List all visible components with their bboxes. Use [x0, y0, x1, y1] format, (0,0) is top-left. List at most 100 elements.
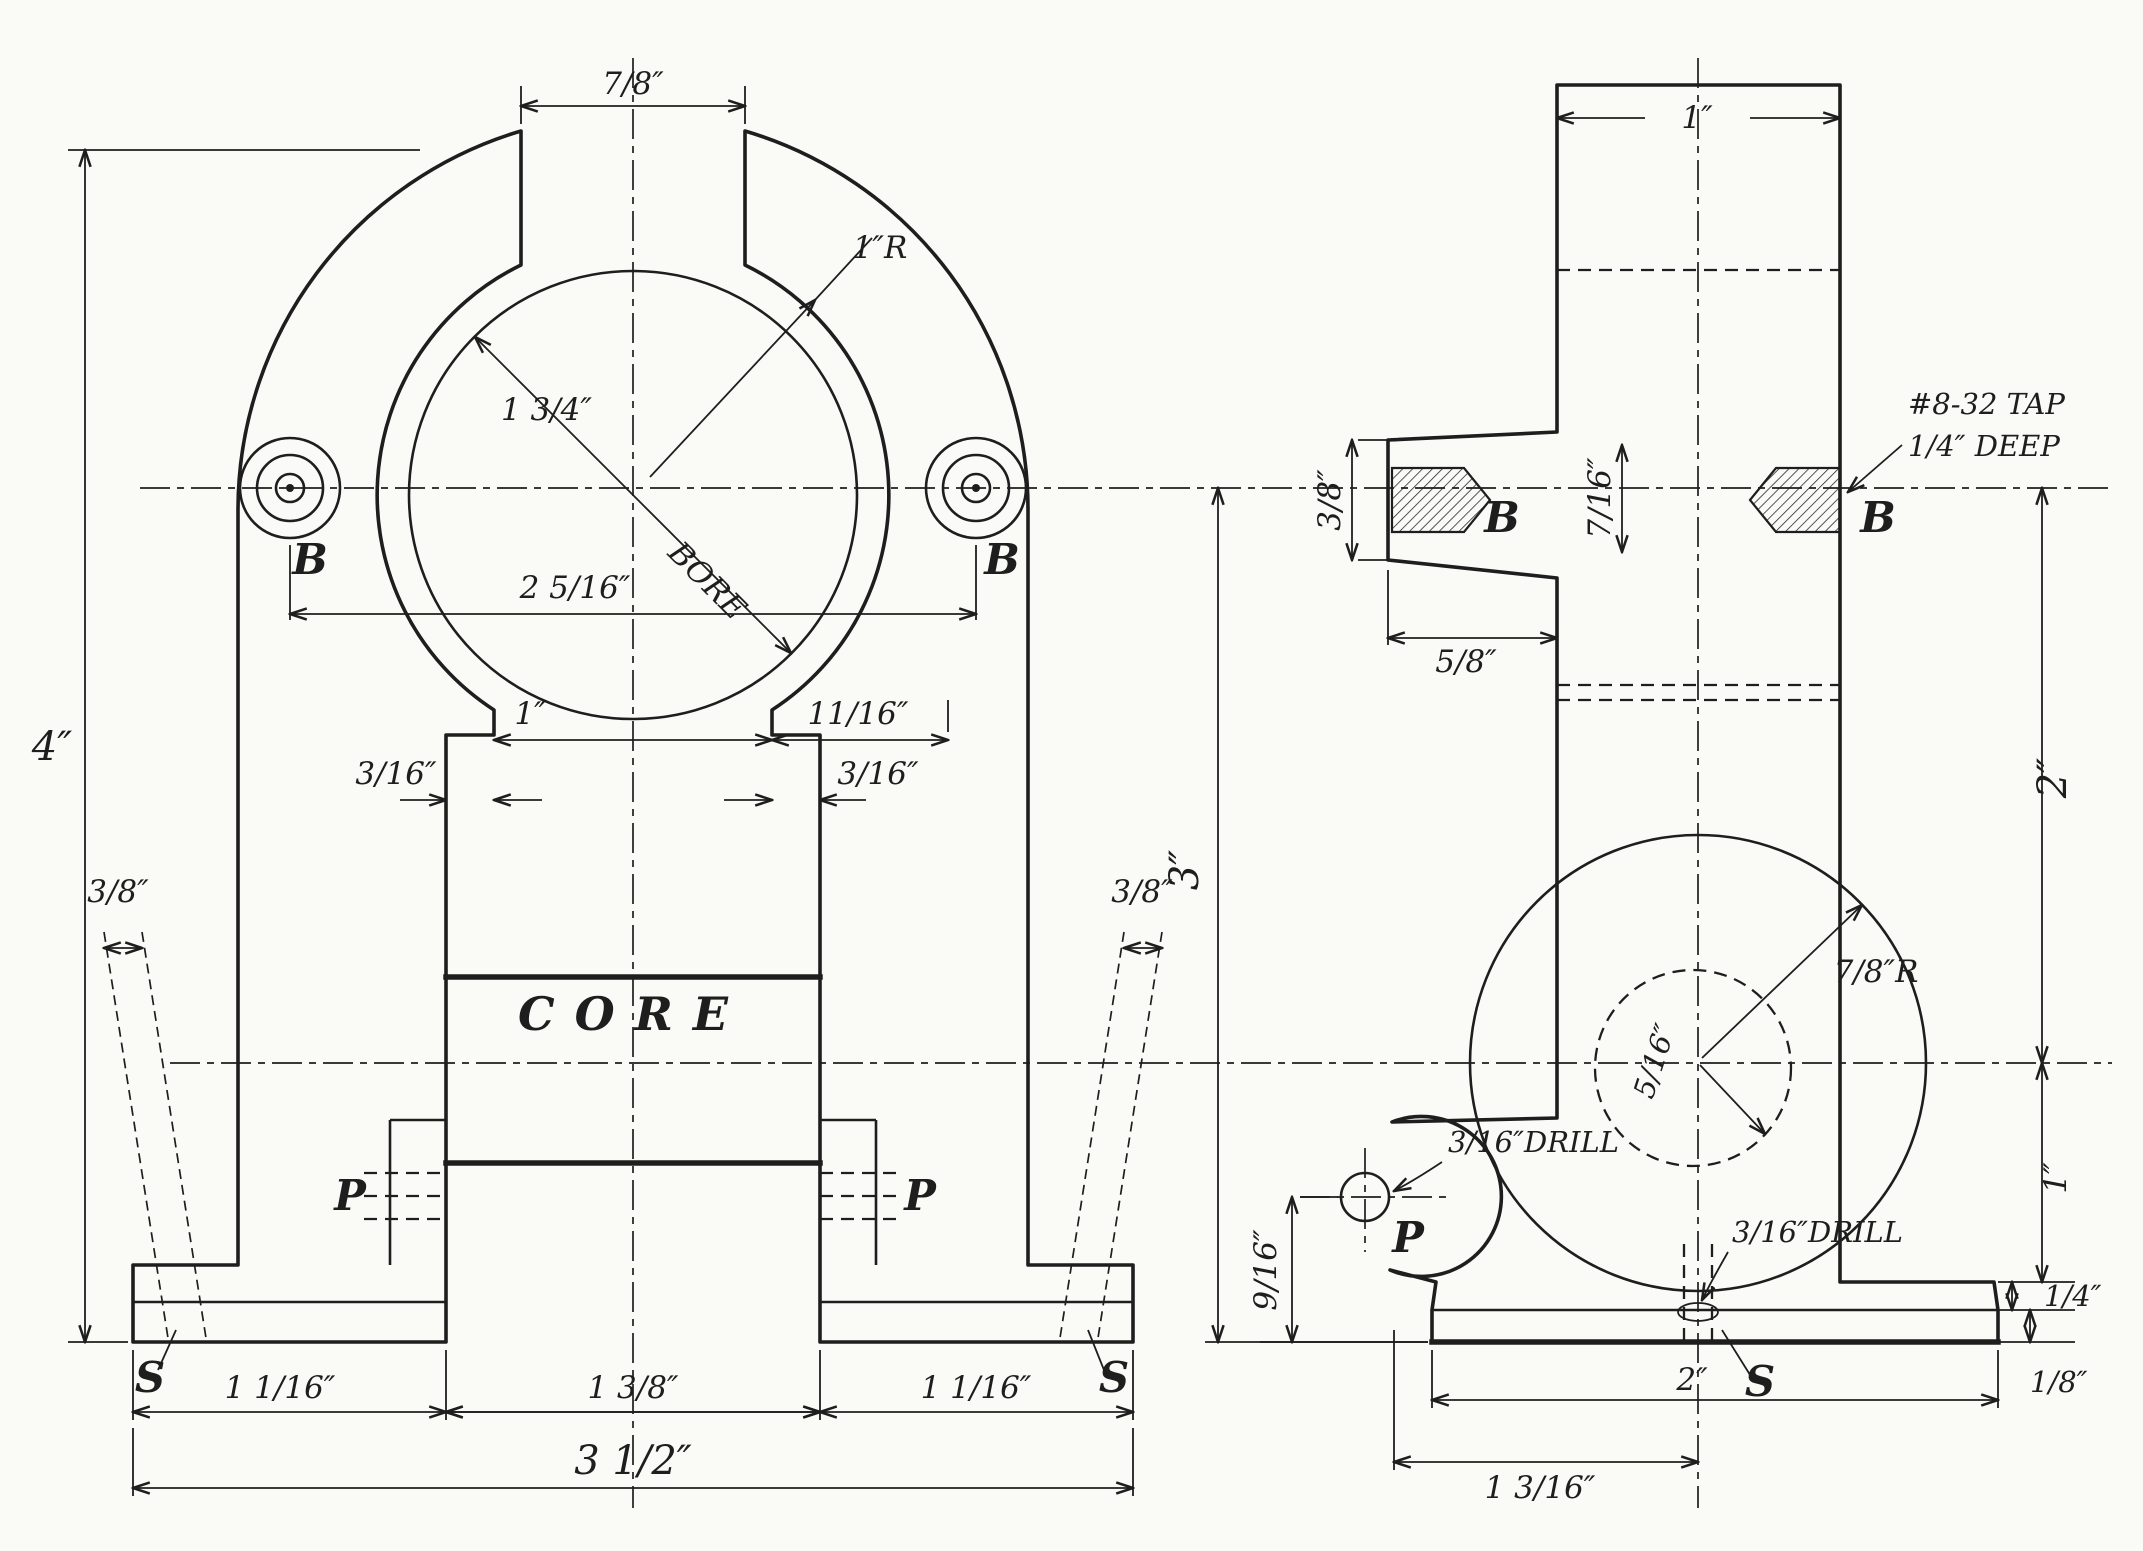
boss-left-center [286, 484, 294, 492]
pad-right [820, 1118, 902, 1265]
dim-base-thickness-text: 1/8″ [2030, 1365, 2088, 1399]
side-view: 1″ #8-32 TAP 1/4″ DEEP 3/8″ 7/16″ B B 5/… [1162, 58, 2102, 1508]
dim-boss-span: 2 5/16″ [290, 545, 976, 620]
label-boss-right: B [983, 535, 1020, 584]
dim-pad-offset-text: 1 3/16″ [1485, 1470, 1596, 1506]
dim-inner-radius: 1″R [649, 230, 908, 478]
boss-right-mid-ring [941, 453, 1011, 523]
leader [157, 1329, 177, 1371]
dim-notch-left: 3/16″ [355, 756, 542, 800]
core-block [443, 974, 823, 1166]
boss-right-center [972, 484, 980, 492]
extension-lines [1358, 439, 1388, 561]
dim-base-width-text: 2″ [1675, 1362, 1708, 1398]
extension-lines [68, 149, 420, 1343]
leader [1848, 444, 1903, 492]
dim-gap-width-text: 7/8″ [602, 66, 664, 102]
pad-left-edges [388, 1118, 446, 1265]
dim-right-stack: 2″ 1″ 1/4″ 1/8″ [1998, 488, 2102, 1399]
dim-pad-height: 9/16″ [1248, 1197, 1428, 1342]
dim-column-width-text: 1″ [1681, 100, 1713, 136]
label-slope-left: S [135, 1353, 165, 1402]
dim-boss-span-text: 2 5/16″ [519, 570, 631, 606]
dim-inner-radius-text: 1″R [853, 230, 908, 266]
dim-gap-width: 7/8″ [521, 66, 745, 124]
dim-foot-lip-right-text: 3/8″ [1111, 874, 1173, 910]
note-drill-pad: 3/16″DRILL [1394, 1125, 1619, 1191]
boss-right [924, 436, 1028, 540]
pad-left-hidden-hole [364, 1171, 446, 1221]
dim-lower-height-text: 1″ [2038, 1162, 2074, 1194]
pad-right-edges [820, 1118, 878, 1265]
note-tap-size-text: #8-32 TAP [1908, 387, 2065, 421]
dim-feet-gap-text: 1 3/8″ [587, 1370, 678, 1406]
dim-notch-right: 3/16″ [724, 756, 919, 800]
label-pad-right: P [903, 1171, 937, 1220]
hidden-lines-mid [1557, 683, 1840, 702]
pad-left [364, 1118, 446, 1265]
label-boss-left: B [291, 535, 328, 584]
dim-notch-right-text: 3/16″ [837, 756, 919, 792]
boss-left [238, 436, 342, 540]
boss-right-hole [960, 472, 992, 504]
label-boss-left-side: B [1483, 493, 1520, 542]
dim-overall-height-text: 4″ [31, 724, 72, 770]
dim-bore-text: 1 3/4″ [501, 392, 592, 428]
dim-column-height-text: 3″ [1162, 850, 1208, 890]
dim-pole-gap-text: 1″ [514, 696, 546, 732]
front-outline-left-half [131, 129, 523, 1344]
dim-flange-step-text: 1/4″ [2044, 1279, 2102, 1313]
radius-arrow [649, 300, 815, 478]
pad-drill-hole [1339, 1171, 1391, 1223]
note-drill-base-text: 3/16″DRILL [1732, 1215, 1903, 1249]
radius-arrow [1699, 1064, 1765, 1134]
bore-circle [407, 269, 859, 721]
dim-boss-thickness: 3/8″ [1312, 440, 1388, 560]
slope-lines-left-foot [103, 931, 207, 1339]
leader [1087, 1329, 1105, 1371]
label-slope-right: S [1099, 1353, 1129, 1402]
dim-core-boss-radius: 7/8″R [1701, 905, 1918, 1059]
core-boss-circle [1468, 833, 1928, 1293]
dim-boss-length: 5/8″ [1388, 570, 1557, 680]
boss-left-hole [274, 472, 306, 504]
tap-hole-left [1390, 466, 1492, 534]
dim-hub-radius: 5/16″ [1627, 1019, 1765, 1134]
dim-base-width: 2″ S [1432, 1329, 1998, 1408]
note-drill-base: 3/16″DRILL [1702, 1215, 1903, 1300]
dim-overall-width-text: 3 1/2″ [574, 1438, 692, 1484]
label-slope-right-group: S [1087, 1329, 1129, 1402]
boss-right-outer-ring [924, 436, 1028, 540]
note-drill-pad-text: 3/16″DRILL [1448, 1125, 1619, 1159]
dim-hub-radius-text: 5/16″ [1627, 1019, 1683, 1102]
boss-left-mid-ring [255, 453, 325, 523]
label-slope-side: S [1745, 1357, 1775, 1406]
note-tap: #8-32 TAP 1/4″ DEEP [1848, 387, 2065, 492]
bore-callout-line [475, 337, 791, 653]
front-outline-right-half [743, 129, 1135, 1344]
dim-overall-height: 4″ [31, 150, 420, 1342]
pad-right-hidden-hole [820, 1171, 902, 1221]
hub-dashed-circle [1593, 968, 1793, 1168]
leader [1394, 1161, 1443, 1191]
dim-column-width: 1″ [1557, 100, 1840, 136]
dim-pole-gap: 1″ [494, 696, 772, 740]
tap-hole-right [1748, 466, 1842, 534]
label-slope-left-group: S [135, 1329, 177, 1402]
slope-leader [1721, 1329, 1753, 1379]
dim-boss-length-text: 5/8″ [1435, 644, 1497, 680]
label-boss-right-side: B [1859, 493, 1896, 542]
leader [1702, 1251, 1729, 1300]
note-tap-depth-text: 1/4″ DEEP [1908, 429, 2060, 463]
pad-hole-centerlines [1300, 1148, 1452, 1252]
dim-foot-lip-right: 3/8″ [1111, 874, 1173, 948]
dim-foot-lip-left-text: 3/8″ [87, 874, 149, 910]
base-drill-hole [1677, 1302, 1719, 1322]
dim-pad-height-text: 9/16″ [1248, 1229, 1284, 1311]
dim-lobe-width-text: 11/16″ [808, 696, 909, 732]
label-pad-side: P [1391, 1213, 1425, 1262]
side-outline [1386, 83, 2000, 1344]
slope-lines-right-foot [1059, 931, 1163, 1339]
